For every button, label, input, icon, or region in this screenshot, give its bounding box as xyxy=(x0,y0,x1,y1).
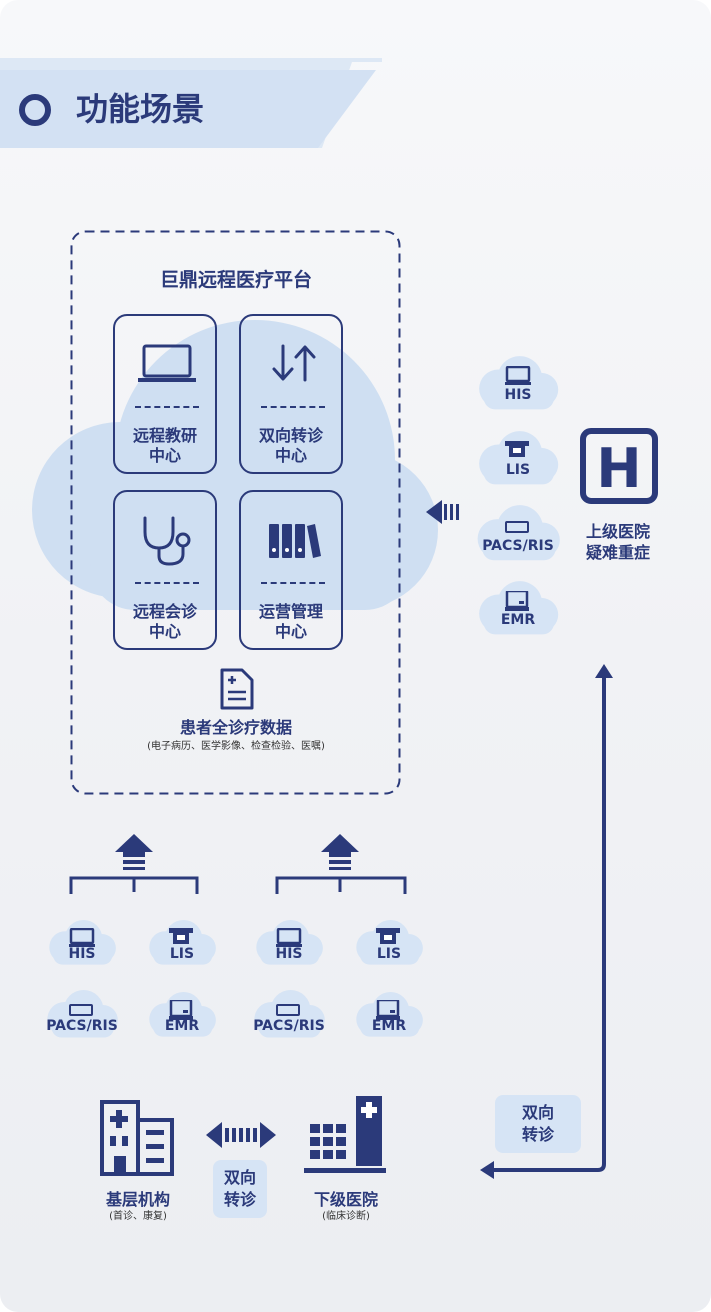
screen-icon xyxy=(69,1004,93,1016)
hospital-h-icon: H xyxy=(580,428,658,504)
system-label-pacs: PACS/RIS xyxy=(46,1018,118,1034)
system-label-his: HIS xyxy=(68,945,96,962)
system-label-emr: EMR xyxy=(500,612,536,629)
system-label-lis: LIS xyxy=(505,462,531,479)
document-icon xyxy=(220,668,254,710)
referral-connector xyxy=(480,664,613,1179)
primary-title: 基层机构 xyxy=(105,1190,170,1209)
cloud-shape xyxy=(479,431,559,485)
referral-badge-line1: 双向 xyxy=(223,1168,256,1187)
primary-subtitle: (首诊、康复) xyxy=(109,1211,167,1222)
module-label-line2: 中心 xyxy=(274,622,307,641)
system-cloud-lis[interactable]: LIS xyxy=(144,919,220,966)
system-label-pacs: PACS/RIS xyxy=(482,537,554,554)
upper-hospital-line1: 上级医院 xyxy=(585,522,650,541)
module-label-line2: 中心 xyxy=(148,446,181,465)
arrow-into-platform-icon xyxy=(426,500,459,524)
header-banner xyxy=(0,58,382,148)
system-cloud-his[interactable]: HIS xyxy=(44,919,120,966)
system-cloud-pacs[interactable]: PACS/RIS xyxy=(42,989,122,1039)
monitor-icon xyxy=(69,927,95,947)
referral-badge: 双向 转诊 xyxy=(213,1160,267,1218)
module-card-operations[interactable]: 运营管理 中心 xyxy=(239,490,343,650)
referral-badge-line2: 转诊 xyxy=(521,1125,554,1144)
system-label-pacs: PACS/RIS xyxy=(253,1018,325,1034)
module-label-line1: 运营管理 xyxy=(258,602,323,621)
platform-cloud xyxy=(32,320,438,610)
card-divider xyxy=(261,406,325,408)
cloud-shape xyxy=(47,990,118,1038)
system-label-his: HIS xyxy=(275,945,303,962)
patient-data-subtitle: (电子病历、医学影像、检查检验、医嘱) xyxy=(147,741,325,752)
system-label-his: HIS xyxy=(504,387,532,404)
system-cloud-his[interactable]: HIS xyxy=(473,355,563,411)
system-label-emr: EMR xyxy=(371,1017,407,1034)
system-label-lis: LIS xyxy=(169,945,195,962)
upper-hospital-line2: 疑难重症 xyxy=(585,543,650,562)
referral-badge-right: 双向 转诊 xyxy=(495,1095,581,1153)
card-divider xyxy=(135,582,199,584)
binders-icon xyxy=(269,524,321,558)
computer-icon xyxy=(376,999,400,1020)
system-cloud-emr[interactable]: EMR xyxy=(351,991,427,1038)
system-cloud-pacs[interactable]: PACS/RIS xyxy=(471,504,565,562)
system-label-emr: EMR xyxy=(164,1017,200,1034)
module-card-consult[interactable]: 远程会诊 中心 xyxy=(113,490,217,650)
computer-icon xyxy=(169,999,193,1020)
referral-badge-line2: 转诊 xyxy=(223,1190,256,1209)
module-card-referral[interactable]: 双向转诊 中心 xyxy=(239,314,343,474)
cloud-shape xyxy=(479,356,559,410)
bracket-left xyxy=(69,834,199,894)
laptop-icon xyxy=(138,344,196,382)
printer-icon xyxy=(505,441,529,458)
system-cloud-lis[interactable]: LIS xyxy=(351,919,427,966)
monitor-icon xyxy=(276,927,302,947)
primary-institution-icon xyxy=(100,1100,174,1176)
system-cloud-emr[interactable]: EMR xyxy=(144,991,220,1038)
cloud-shape xyxy=(477,505,560,561)
module-label-line2: 中心 xyxy=(274,446,307,465)
system-cloud-pacs[interactable]: PACS/RIS xyxy=(249,989,329,1039)
platform-frame xyxy=(70,230,401,795)
platform-title: 巨鼎远程医疗平台 xyxy=(159,269,312,291)
bracket-right xyxy=(275,834,407,894)
patient-data-title: 患者全诊疗数据 xyxy=(179,718,292,737)
card-divider xyxy=(261,582,325,584)
double-arrow-icon xyxy=(206,1122,276,1148)
module-card-teaching[interactable]: 远程教研 中心 xyxy=(113,314,217,474)
stethoscope-icon xyxy=(143,516,191,566)
system-cloud-his[interactable]: HIS xyxy=(251,919,327,966)
lower-hospital-subtitle: (临床诊断) xyxy=(322,1211,370,1222)
screen-icon xyxy=(505,520,529,533)
circle-icon xyxy=(19,94,51,126)
referral-badge-line1: 双向 xyxy=(521,1103,554,1122)
module-label-line1: 远程教研 xyxy=(132,426,197,445)
module-label-line1: 远程会诊 xyxy=(132,602,197,621)
page-title: 功能场景 xyxy=(76,90,205,128)
lower-hospital-title: 下级医院 xyxy=(313,1190,378,1209)
lower-hospital-icon xyxy=(304,1096,386,1173)
card-divider xyxy=(135,406,199,408)
printer-icon xyxy=(169,927,193,944)
cloud-shape xyxy=(254,990,325,1038)
system-cloud-lis[interactable]: LIS xyxy=(473,430,563,486)
transfer-arrows-icon xyxy=(272,344,316,382)
screen-icon xyxy=(276,1004,300,1016)
hospital-h-letter: H xyxy=(596,437,641,500)
monitor-icon xyxy=(505,366,531,386)
system-cloud-emr[interactable]: EMR xyxy=(473,580,563,636)
system-label-lis: LIS xyxy=(376,945,402,962)
module-label-line2: 中心 xyxy=(148,622,181,641)
printer-icon xyxy=(376,927,400,944)
module-label-line1: 双向转诊 xyxy=(258,426,323,445)
computer-icon xyxy=(505,591,529,612)
